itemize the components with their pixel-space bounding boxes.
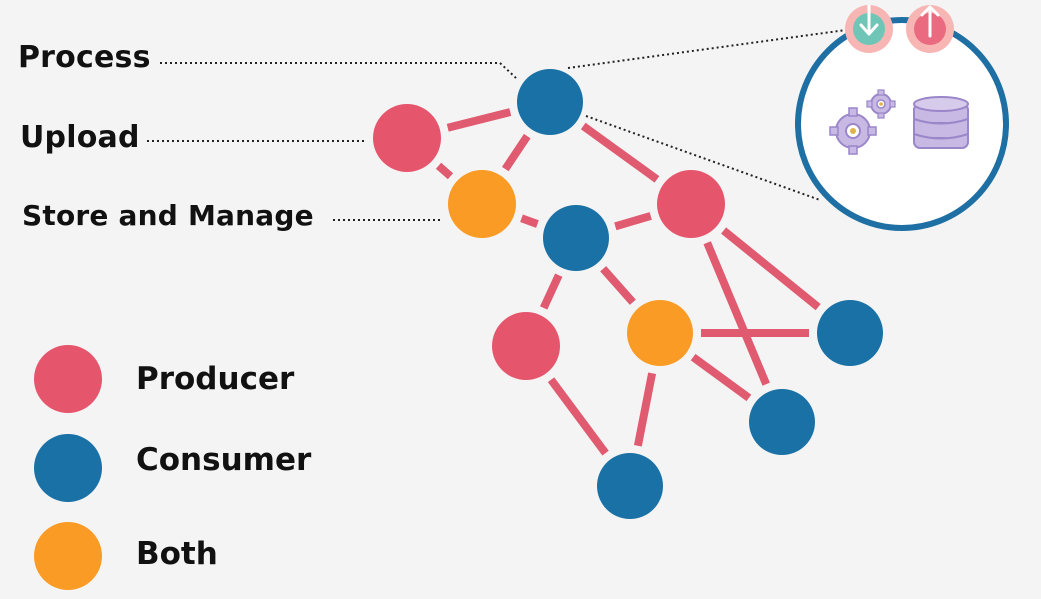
zoom-ring	[795, 17, 1009, 231]
center-node	[543, 205, 609, 271]
nodes-layer	[373, 69, 883, 519]
edge-store-to-process	[501, 133, 531, 172]
edge-right-top-to-far-right	[721, 227, 821, 311]
right-top-node	[657, 170, 725, 238]
edge-center-to-mid	[600, 266, 636, 305]
legend-producer-swatch	[34, 345, 102, 413]
edges-layer	[435, 108, 821, 456]
download-icon	[845, 4, 893, 53]
legend-producer-label: Producer	[136, 361, 295, 397]
bottom-node	[597, 453, 663, 519]
upload-node	[373, 104, 441, 172]
store-and-manage-label: Store and Manage	[22, 199, 314, 232]
upload-label: Upload	[20, 120, 140, 155]
zoom-leader-bottom	[585, 115, 821, 201]
edge-mid-to-right-bottom	[690, 353, 752, 402]
legend-consumer-label: Consumer	[136, 442, 312, 478]
database-icon	[913, 96, 969, 149]
process-leader-line	[160, 62, 517, 79]
edge-upload-to-store	[435, 162, 454, 180]
edge-mid-to-bottom	[633, 372, 657, 447]
edge-left-mid-to-bottom	[547, 377, 609, 456]
zoom-detail-circle	[795, 4, 1009, 231]
edge-center-to-left-mid	[540, 273, 563, 310]
store-node	[448, 170, 516, 238]
process-node	[517, 69, 583, 135]
edge-store-to-center	[520, 214, 539, 228]
upload-icon	[906, 5, 954, 53]
legend-both-label: Both	[136, 536, 218, 572]
legend-consumer-swatch	[34, 434, 102, 502]
edge-right-top-to-right-bottom	[703, 241, 770, 386]
leader-lines	[147, 29, 847, 221]
edge-process-to-right-top	[580, 122, 660, 183]
edge-center-to-right-top	[614, 212, 652, 231]
legend-both-swatch	[34, 522, 102, 590]
edge-upload-to-process	[446, 108, 512, 132]
gears-icon	[829, 89, 896, 155]
zoom-leader-top	[567, 29, 847, 69]
mid-node	[627, 300, 693, 366]
right-bottom-node	[749, 389, 815, 455]
far-right-node	[817, 300, 883, 366]
left-mid-node	[492, 312, 560, 380]
process-label: Process	[18, 40, 151, 75]
